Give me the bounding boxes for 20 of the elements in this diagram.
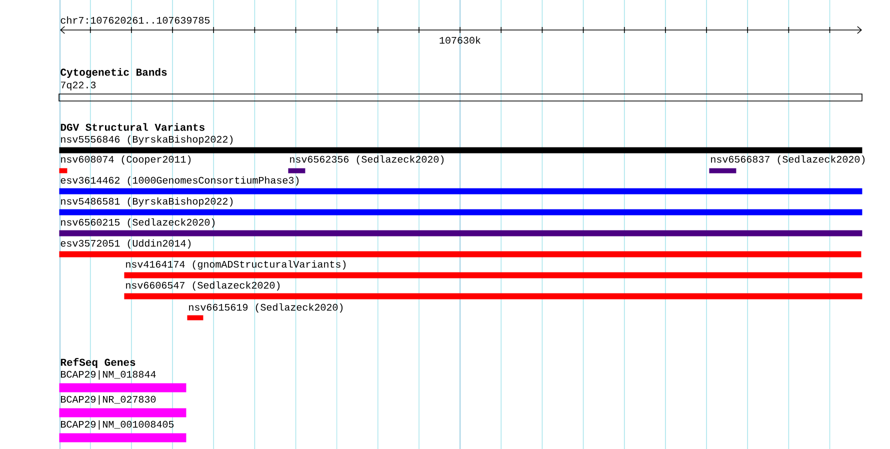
variant-label: nsv4164174 (gnomADStructuralVariants): [126, 260, 346, 270]
variant-label: nsv6562356 (Sedlazeck2020): [290, 155, 444, 165]
gene-label: BCAP29|NM_001008405: [61, 420, 174, 430]
variant-label: esv3614462 (1000GenomesConsortiumPhase3): [60, 176, 299, 186]
variant-label: esv3572051 (Uddin2014): [60, 239, 191, 249]
variant-label: nsv6566837 (Sedlazeck2020): [711, 155, 865, 165]
tick-label: 107630k: [440, 36, 480, 44]
variant-label: nsv6615619 (Sedlazeck2020): [189, 303, 343, 313]
coordinate-range: chr7:107620261..107639785: [60, 16, 210, 24]
gene-label: BCAP29|NR_027830: [61, 395, 156, 405]
track-heading: RefSeq Genes: [60, 358, 136, 368]
track-heading: Cytogenetic Bands: [60, 68, 167, 78]
track-heading: DGV Structural Variants: [60, 123, 204, 131]
gene-label: BCAP29|NM_018844: [61, 370, 156, 380]
variant-label: nsv608074 (Cooper2011): [61, 155, 191, 165]
variant-label: nsv6606547 (Sedlazeck2020): [126, 281, 280, 291]
variant-label: nsv5486581 (ByrskaBishop2022): [61, 197, 233, 207]
variant-label: nsv5556846 (ByrskaBishop2022): [61, 135, 233, 145]
variant-label: nsv6560215 (Sedlazeck2020): [61, 218, 215, 228]
band-label: 7q22.3: [60, 82, 96, 90]
